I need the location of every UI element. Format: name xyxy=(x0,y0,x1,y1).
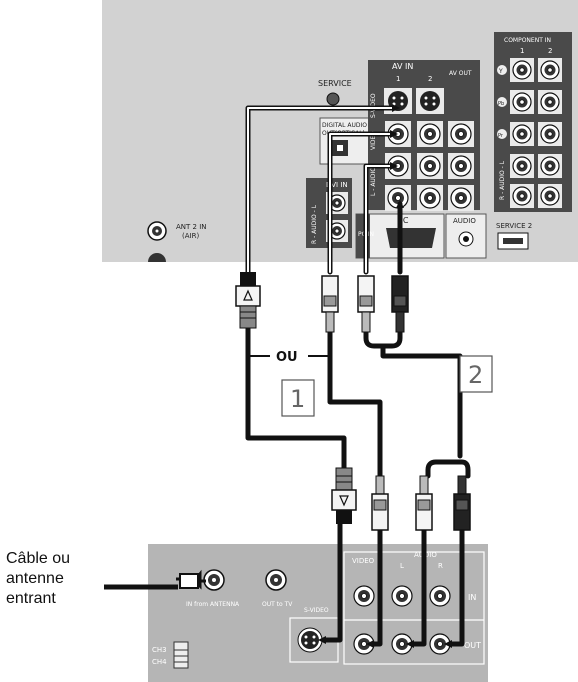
vcr-in-label: IN xyxy=(468,593,476,602)
tv-rca-jacks xyxy=(385,121,474,211)
ant-2-in-jack[interactable] xyxy=(147,221,167,241)
vcr-video-in-jack[interactable] xyxy=(353,585,375,607)
pc-label: PC xyxy=(398,216,409,225)
audio-l-cable-bottom xyxy=(409,527,427,647)
comp-pb-jack-2[interactable] xyxy=(538,90,562,114)
in-from-antenna-label: IN from ANTENNA xyxy=(186,601,240,608)
av-out-label: AV OUT xyxy=(449,70,472,77)
s-video-plug-tv-side xyxy=(235,272,261,329)
out-to-tv-label: OUT to TV xyxy=(262,601,293,608)
component-2-label: 2 xyxy=(548,47,552,55)
vcr-audio-l-in-jack[interactable] xyxy=(391,585,413,607)
video-cable-bottom xyxy=(369,527,383,647)
option-1-label: 1 xyxy=(290,385,305,413)
tv-audio-l-jack-2[interactable] xyxy=(417,153,443,179)
ch3-label: CH3 xyxy=(152,646,167,654)
option-1-badge: 1 xyxy=(281,379,315,417)
dvi-in-label: DVI IN xyxy=(326,181,348,189)
service-jack[interactable] xyxy=(326,92,340,106)
ant-2-in-label: ANT 2 IN xyxy=(176,223,207,231)
audio-r-cable-bottom xyxy=(447,527,465,647)
vcr-out-label: OUT xyxy=(464,641,481,650)
ou-label: OU xyxy=(276,350,298,365)
comp-y-label: Y xyxy=(498,68,503,75)
s-video-cable-bottom xyxy=(321,521,343,643)
cables xyxy=(104,104,471,648)
component-in-label: COMPONENT IN xyxy=(504,37,551,44)
digital-audio-label: DIGITAL AUDIO xyxy=(322,122,367,129)
comp-audio-l-jack-1[interactable] xyxy=(510,154,534,178)
av-in-2-label: 2 xyxy=(428,75,432,83)
audio-split-bottom-l xyxy=(425,459,463,479)
audio-l-plug-tv-side xyxy=(357,275,375,333)
comp-pr-jack-1[interactable] xyxy=(510,122,534,146)
vcr-audio-l-out-jack[interactable] xyxy=(391,633,413,655)
av-in-label: AV IN xyxy=(392,62,413,71)
comp-audio-r-jack-1[interactable] xyxy=(510,184,534,208)
ch3-ch4-switch[interactable] xyxy=(173,641,189,669)
air-label: (AIR) xyxy=(182,232,199,240)
comp-audio-r-jack-2[interactable] xyxy=(538,184,562,208)
vcr-l-label: L xyxy=(400,562,404,570)
audio-r-plug-tv-side xyxy=(391,275,409,333)
vcr-out-to-tv-jack[interactable] xyxy=(265,569,287,591)
pc-vga-port[interactable] xyxy=(386,228,436,248)
vcr-video-label: VIDEO xyxy=(352,557,375,565)
pc-audio-label: AUDIO xyxy=(453,217,476,225)
audio-l-plug-vcr-side xyxy=(415,475,433,531)
option-2-badge: 2 xyxy=(459,355,493,393)
comp-y-jack-2[interactable] xyxy=(538,58,562,82)
tv-video-jack-2[interactable] xyxy=(417,121,443,147)
ou-connector: OU xyxy=(250,350,328,365)
vcr-antenna-in-jack[interactable] xyxy=(203,569,225,591)
tv-audio-l-out-jack[interactable] xyxy=(448,153,474,179)
ch4-label: CH4 xyxy=(152,658,167,666)
option-2-label: 2 xyxy=(468,361,483,389)
vcr-rear-panel: VIDEO AUDIO L R IN OUT S-VIDEO IN from A… xyxy=(148,544,488,682)
s-video-cable-middle xyxy=(245,325,347,473)
video-plug-vcr-side xyxy=(371,475,389,531)
source-label-line-1: Câble ou xyxy=(6,550,71,567)
comp-pr-jack-2[interactable] xyxy=(538,122,562,146)
comp-pb-label: Pb xyxy=(498,101,504,107)
comp-y-jack-1[interactable] xyxy=(510,58,534,82)
vcr-s-video-label: S-VIDEO xyxy=(304,607,329,614)
vcr-s-video-jack[interactable] xyxy=(297,627,323,653)
tv-s-video-jack-2[interactable] xyxy=(420,91,440,111)
tv-rear-panel: SERVICE DIGITAL AUDIO OUT(OPTICAL) AV IN… xyxy=(102,0,578,262)
comp-pr-label: Pr xyxy=(498,133,504,139)
service-2-label: SERVICE 2 xyxy=(496,222,532,230)
tv-audio-r-out-jack[interactable] xyxy=(448,185,474,211)
vcr-r-label: R xyxy=(438,562,443,570)
tv-audio-r-jack-2[interactable] xyxy=(417,185,443,211)
service-label: SERVICE xyxy=(318,79,352,88)
component-jacks xyxy=(510,58,562,208)
tv-video-out-jack[interactable] xyxy=(448,121,474,147)
vcr-audio-r-in-jack[interactable] xyxy=(429,585,451,607)
audio-cable-middle xyxy=(380,343,463,459)
video-cable-middle xyxy=(327,329,383,479)
source-label-line-2: antenne xyxy=(6,570,64,587)
video-side-label: VIDEO xyxy=(370,131,377,150)
audio-side-label: L - AUDIO xyxy=(370,167,377,196)
comp-pb-jack-1[interactable] xyxy=(510,90,534,114)
av-in-1-label: 1 xyxy=(396,75,400,83)
comp-audio-label: R - AUDIO - L xyxy=(499,160,506,200)
video-plug-tv-side xyxy=(321,275,339,333)
audio-r-plug-vcr-side xyxy=(453,475,471,531)
dvi-audio-label: R - AUDIO - L xyxy=(311,204,318,244)
comp-audio-l-jack-2[interactable] xyxy=(538,154,562,178)
component-1-label: 1 xyxy=(520,47,524,55)
s-video-plug-vcr-side xyxy=(331,467,357,524)
source-label-line-3: entrant xyxy=(6,590,56,607)
audio-split-bottom-r xyxy=(457,459,471,479)
